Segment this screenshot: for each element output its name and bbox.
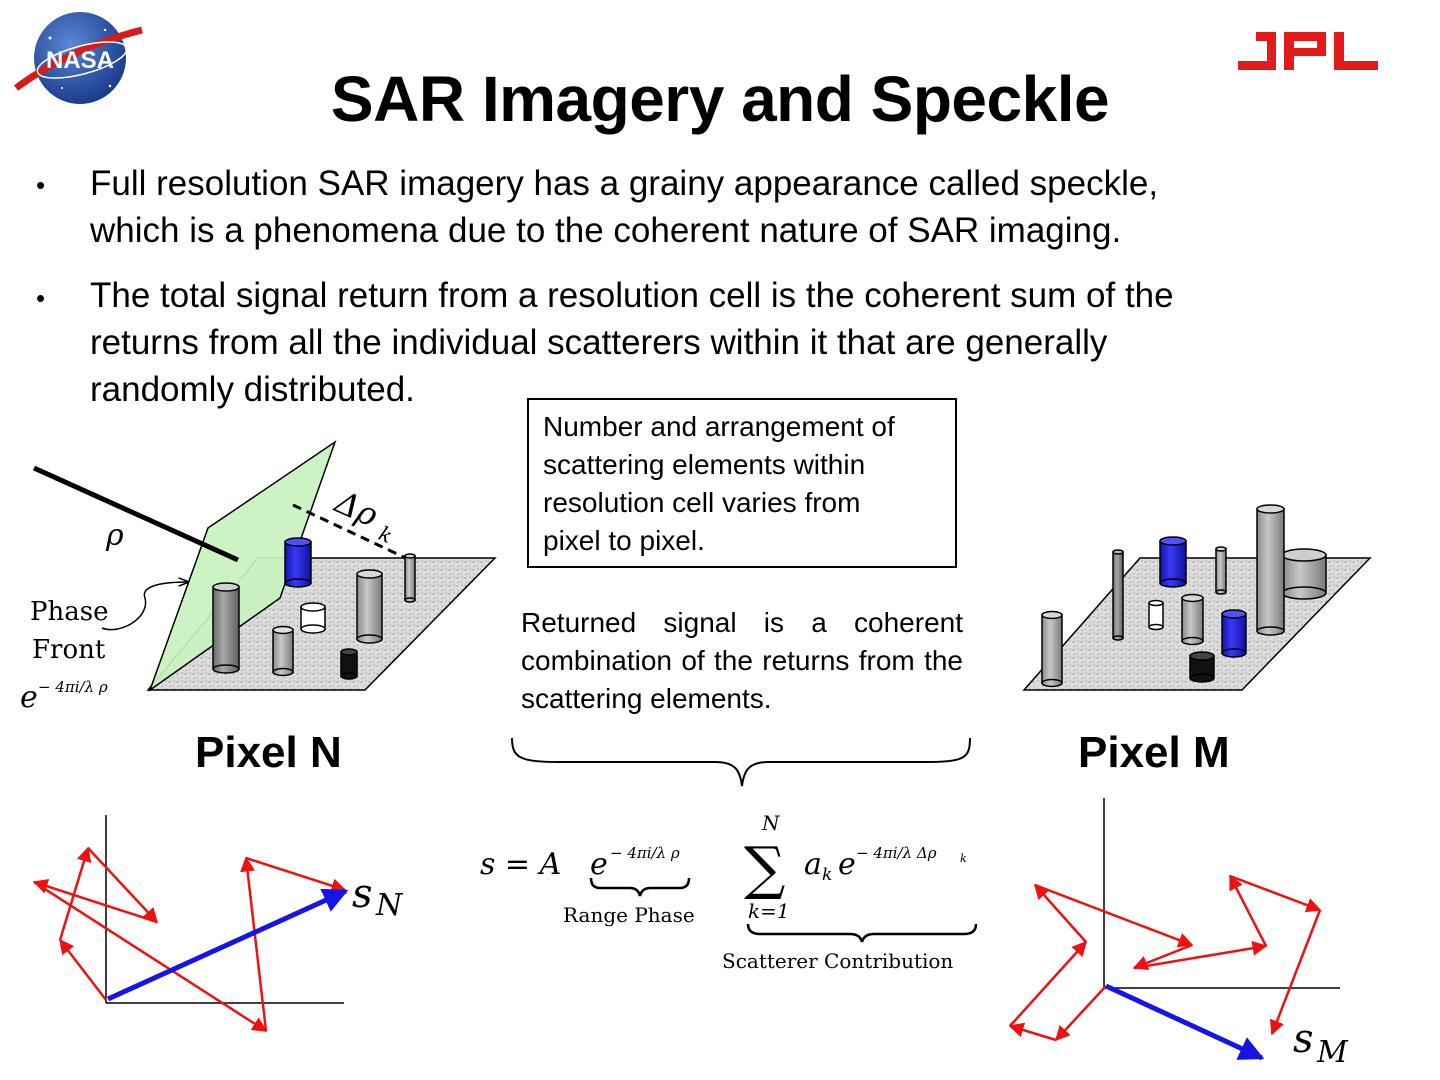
jpl-logo — [1236, 30, 1382, 76]
resultant-label: s — [352, 871, 373, 917]
phasor-arrow — [1054, 985, 1107, 1042]
equation-lhs: s = A — [480, 847, 561, 882]
phasor-arrow — [1133, 940, 1268, 970]
combination-brace — [511, 737, 971, 787]
phasor-arrow — [1132, 943, 1193, 970]
phasor-arrow — [1228, 874, 1268, 947]
cylinder — [1148, 599, 1164, 631]
pixel-m-scene — [1022, 504, 1372, 691]
cylinder — [404, 553, 416, 603]
cylinder — [212, 582, 240, 674]
pixel-n-scene: ρ Δρ k Phase Front e − 4πi/λ ρ — [20, 440, 497, 715]
resultant-label-subscript: M — [1316, 1035, 1349, 1070]
page-title: SAR Imagery and Speckle — [330, 63, 1110, 135]
nasa-logo-text: NASA — [46, 47, 114, 74]
callout-line: resolution cell varies from — [543, 487, 861, 518]
phasor-arrow — [245, 856, 347, 893]
resultant-label: s — [1293, 1016, 1314, 1062]
resultant-vector — [1104, 983, 1265, 1061]
phasor-plot-n: s N — [32, 815, 404, 1033]
phasor-arrow — [1033, 883, 1087, 943]
phasor-arrow — [87, 847, 159, 924]
sum-symbol: ∑ — [744, 834, 785, 902]
range-phase-underbrace — [589, 877, 691, 897]
cylinder-blue — [284, 537, 312, 588]
resultant-label-subscript: N — [375, 888, 404, 923]
cylinder — [1215, 546, 1227, 595]
bullet-1: Full resolution SAR imagery has a grainy… — [90, 160, 1410, 254]
phasor-arrow — [1008, 1022, 1057, 1042]
phasor-arrow — [59, 938, 107, 1001]
phase-expression-base: e — [20, 680, 38, 715]
cylinder — [1281, 548, 1327, 600]
cylinder — [1181, 593, 1204, 646]
phase-expression-exponent: − 4πi/λ ρ — [38, 678, 108, 696]
callout-line: pixel to pixel. — [543, 525, 705, 556]
cylinder — [272, 625, 294, 677]
bullet-2-line: returns from all the individual scattere… — [90, 323, 1108, 362]
sum-upper-limit: N — [761, 811, 781, 835]
sum-exp-exponent-subscript: k — [960, 852, 967, 865]
range-phase-exponent: − 4πi/λ ρ — [610, 844, 680, 862]
phasor-arrow — [1009, 940, 1088, 1027]
cylinder — [1112, 549, 1124, 641]
delta-rho-dashed — [292, 503, 411, 562]
sum-coefficient: a — [804, 847, 822, 882]
cylinder — [1256, 504, 1285, 636]
cylinder-blue — [1221, 609, 1247, 658]
cylinder-black — [340, 648, 358, 680]
cylinder-blue — [1159, 536, 1187, 588]
callout-line: Number and arrangement of — [543, 411, 895, 442]
sum-exp-exponent: − 4πi/λ Δρ — [856, 844, 937, 862]
bullet-2-line: randomly distributed. — [90, 370, 415, 409]
phasor-arrow — [1034, 883, 1194, 948]
phase-front-pointer — [101, 582, 188, 631]
cylinder-black — [1189, 651, 1215, 683]
phase-front-plane — [148, 440, 337, 692]
pixel-m-label: Pixel M — [1078, 728, 1230, 777]
nasa-logo: NASA — [10, 8, 146, 108]
pixel-n-label: Pixel N — [195, 728, 342, 777]
delta-rho-subscript: k — [375, 521, 396, 548]
range-phase-caption: Range Phase — [563, 903, 695, 927]
phase-front-label-line: Phase — [30, 597, 108, 627]
equation: s = A e − 4πi/λ ρ N ∑ k=1 a k e − 4πi/λ … — [480, 811, 967, 923]
returned-signal-text: Returned signal is a coherent combinatio… — [521, 607, 963, 714]
callout-box: Number and arrangement of scattering ele… — [527, 398, 957, 568]
sum-coefficient-subscript: k — [822, 865, 832, 885]
phasor-arrow — [240, 856, 268, 1032]
scatterer-caption: Scatterer Contribution — [722, 949, 953, 973]
cylinder — [356, 569, 383, 644]
rho-label: ρ — [105, 518, 124, 553]
sum-lower-limit: k=1 — [748, 899, 790, 923]
bullet-1-line: Full resolution SAR imagery has a grainy… — [90, 164, 1159, 203]
phasor-arrow — [33, 880, 268, 1033]
cylinder — [1041, 610, 1063, 688]
phasor-arrow — [1269, 909, 1322, 1036]
bullet-2: The total signal return from a resolutio… — [90, 272, 1410, 413]
scatterer-underbrace — [746, 923, 978, 943]
phasor-plot-m: s M — [1008, 798, 1349, 1070]
range-ray — [32, 465, 240, 563]
range-phase-base: e — [590, 847, 608, 882]
callout-line: scattering elements within — [543, 449, 866, 480]
bullet-2-line: The total signal return from a resolutio… — [90, 276, 1174, 315]
phase-front-label-line: Front — [32, 635, 106, 665]
bullet-marker-2: • — [36, 283, 46, 313]
resultant-vector — [106, 888, 349, 1002]
bullet-1-line: which is a phenomena due to the coherent… — [90, 211, 1122, 250]
phasor-arrow — [32, 879, 158, 924]
cylinder — [300, 602, 326, 634]
bullet-marker-1: • — [36, 170, 46, 200]
phasor-arrow — [1229, 874, 1322, 913]
sum-exp-base: e — [838, 847, 856, 882]
